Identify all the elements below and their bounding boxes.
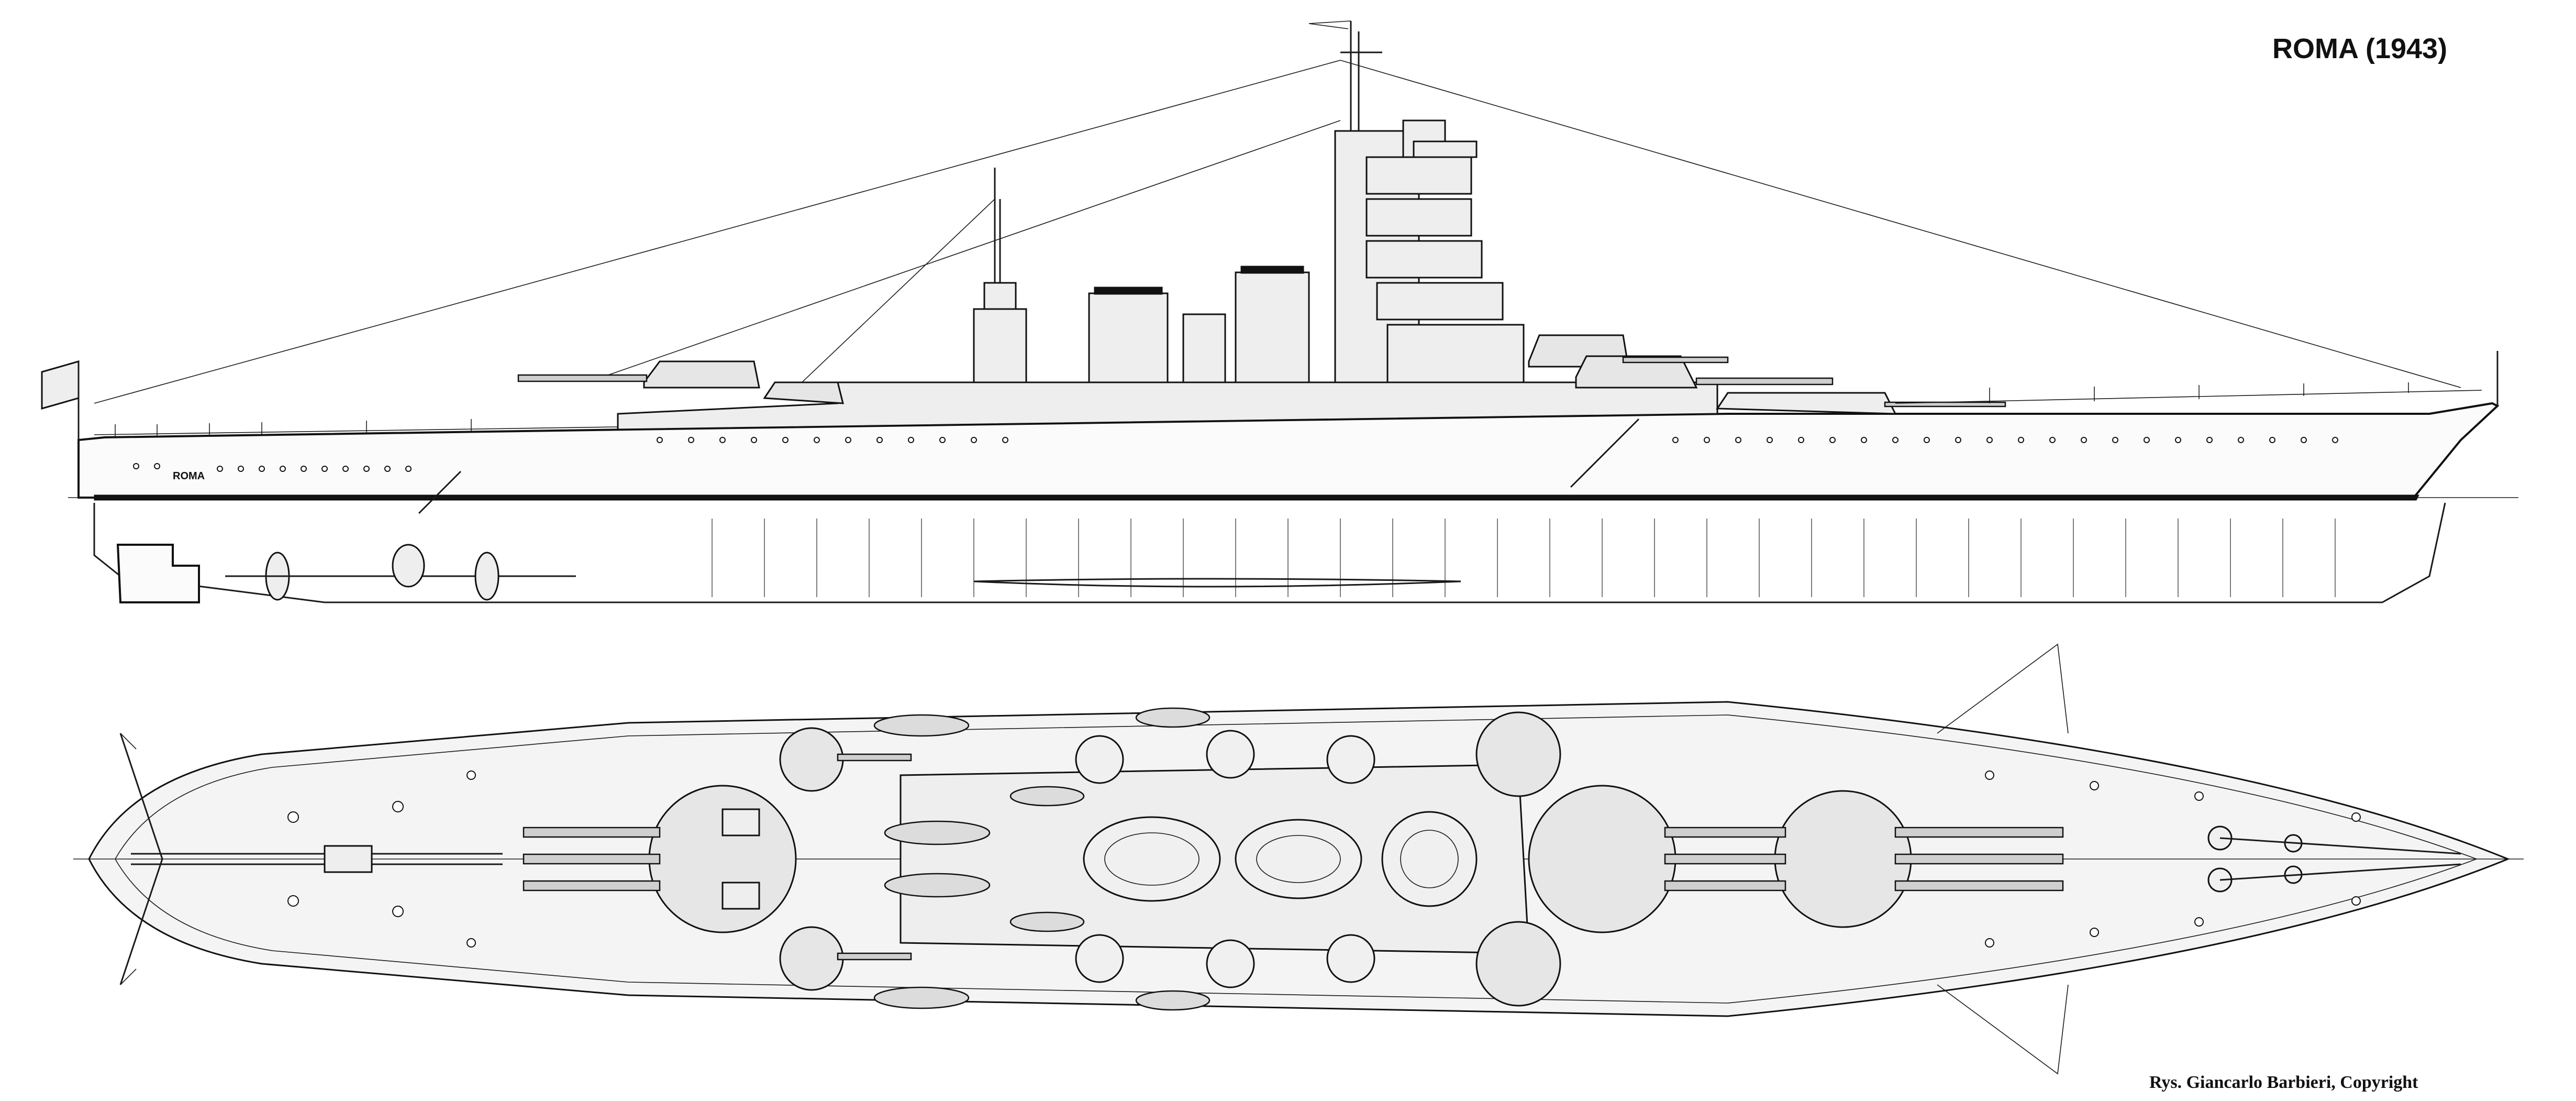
hull-underwater [93, 502, 2446, 603]
aircraft-catapult [131, 845, 503, 873]
portholes [133, 437, 2338, 472]
plan-view [73, 643, 2524, 1075]
funnel-tops [1083, 816, 1362, 902]
secondary-turrets [779, 711, 1561, 1007]
masthead-pennant [1308, 20, 1351, 29]
forward-tower [1334, 21, 1525, 383]
deck-stanchions [115, 382, 2409, 437]
copyright-credit: Rys. Giancarlo Barbieri, Copyright [2149, 1073, 2418, 1092]
deck-fittings [287, 770, 2361, 948]
aa-mounts [1075, 730, 1375, 988]
aft-main-turret [517, 360, 844, 404]
ship-boats [873, 707, 1211, 1011]
side-elevation-view: ROMA [41, 20, 2518, 603]
forward-turrets-plan [1528, 785, 2064, 933]
aft-turret-plan [523, 785, 797, 933]
propellers [225, 544, 576, 601]
anchor-gear [2207, 825, 2461, 893]
hull-name-marking: ROMA [173, 470, 205, 482]
forward-main-turrets [1528, 334, 1834, 389]
stern-flag [41, 360, 80, 410]
hull-frame-lines [712, 519, 2336, 597]
director-tower-plan [1381, 811, 1478, 907]
funnels [1088, 266, 1310, 383]
rudder [116, 544, 200, 603]
aft-mast [973, 168, 1027, 383]
drawing-title: ROMA (1943) [2272, 33, 2448, 64]
